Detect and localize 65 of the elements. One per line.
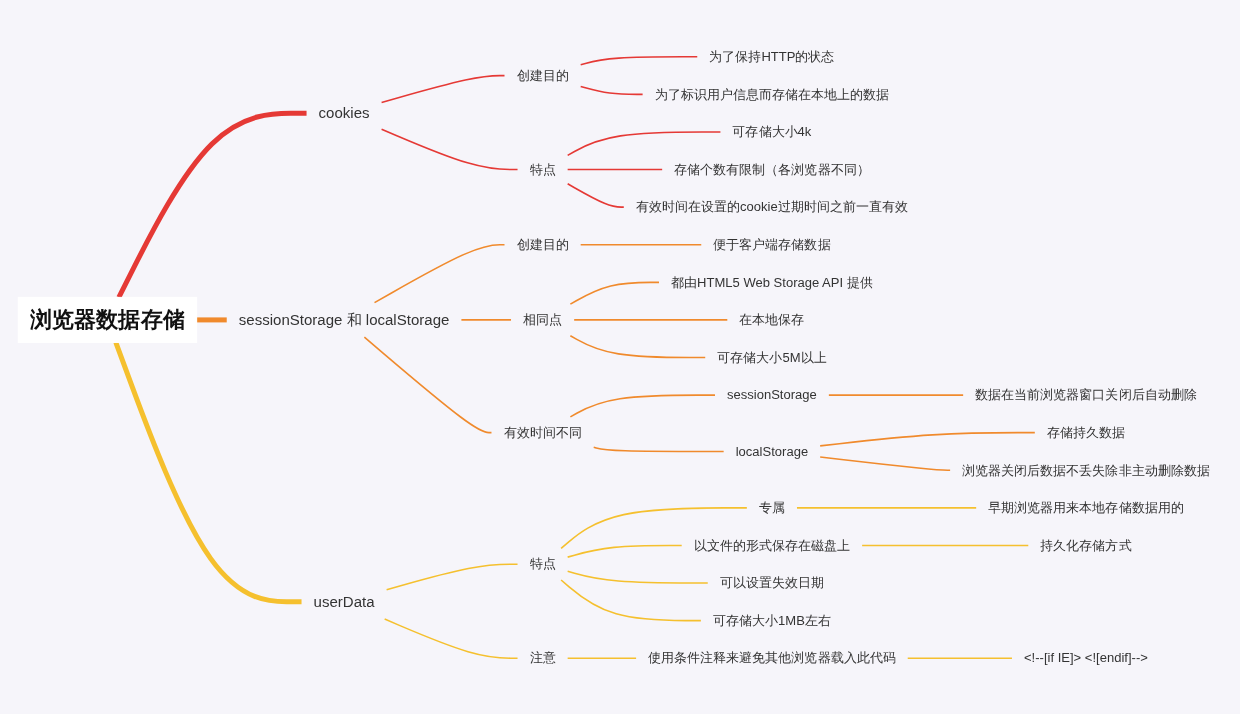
topic-label: 都由HTML5 Web Storage API 提供	[671, 274, 873, 290]
connector-line	[460, 318, 512, 321]
topic-label: sessionStorage 和 localStorage	[238, 310, 450, 328]
connector-line	[569, 334, 707, 358]
connector-line	[113, 341, 302, 604]
connector-line	[380, 74, 506, 103]
topic-label: sessionStorage	[727, 386, 817, 402]
topic-label: 创建目的	[516, 67, 569, 83]
connector-line	[861, 544, 1030, 546]
connector-line	[116, 110, 307, 298]
topic-label: 相同点	[523, 311, 563, 327]
topic-label: 存储个数有限制（各浏览器不同）	[674, 161, 870, 177]
topic-label: 浏览器关闭后数据不丢失除非主动删除数据	[962, 462, 1210, 478]
topic-label: 存储持久数据	[1046, 424, 1125, 440]
topic-label: 持久化存储方式	[1040, 537, 1132, 553]
topic-label: userData	[313, 592, 375, 610]
topic-label: 专属	[758, 499, 785, 515]
connector-line	[363, 335, 493, 433]
topic-label: 注意	[529, 649, 556, 665]
connector-line	[828, 393, 964, 396]
connector-line	[573, 318, 729, 321]
connector-line	[380, 127, 519, 170]
connector-line	[373, 243, 506, 303]
root-topic-box: 浏览器数据存储	[17, 296, 198, 343]
connector-line	[796, 506, 977, 509]
topic-label: 可存储大小1MB左右	[712, 612, 831, 628]
topic-label: 有效时间在设置的cookie过期时间之前一直有效	[635, 198, 908, 214]
connector-line	[592, 445, 725, 452]
connector-line	[579, 243, 703, 246]
connector-line	[569, 393, 716, 418]
topic-label: 早期浏览器用来本地存储数据用的	[988, 499, 1184, 515]
topic-label: 便于客户端存储数据	[713, 236, 831, 252]
topic-label: 可以设置失效日期	[719, 574, 825, 590]
topic-label: 为了保持HTTP的状态	[709, 48, 835, 64]
topic-label: 特点	[529, 161, 556, 177]
connector-line	[566, 182, 625, 208]
topic-label: <!--[if IE]> <![endif]-->	[1024, 649, 1148, 665]
connector-line	[566, 656, 637, 659]
topic-label: 在本地保存	[739, 311, 805, 327]
topic-label: 有效时间不同	[503, 424, 582, 440]
topic-label: cookies	[318, 103, 370, 121]
connector-line	[385, 562, 519, 591]
topic-label: 数据在当前浏览器窗口关闭后自动删除	[975, 386, 1197, 402]
connector-line	[196, 316, 227, 322]
connector-line	[579, 55, 699, 66]
topic-label: 特点	[529, 555, 556, 571]
connector-line	[383, 617, 519, 659]
topic-label: 创建目的	[516, 236, 569, 252]
connector-line	[819, 431, 1036, 447]
connector-line	[566, 570, 709, 584]
topic-label: localStorage	[735, 443, 809, 459]
connector-line	[566, 130, 722, 156]
connector-line	[579, 85, 644, 95]
topic-label: 可存储大小5M以上	[717, 349, 827, 365]
connector-line	[569, 281, 660, 305]
topic-label: 以文件的形式保存在磁盘上	[693, 537, 851, 553]
topic-label: 使用条件注释来避免其他浏览器载入此代码	[648, 649, 896, 665]
connector-line	[560, 506, 748, 549]
topic-label: 可存储大小4k	[732, 123, 812, 139]
connector-line	[906, 656, 1013, 659]
topic-label: 为了标识用户信息而存储在本地上的数据	[654, 86, 890, 102]
connector-line	[560, 578, 702, 621]
connector-line	[819, 455, 951, 471]
connector-line	[566, 544, 683, 558]
connector-line	[566, 168, 663, 170]
